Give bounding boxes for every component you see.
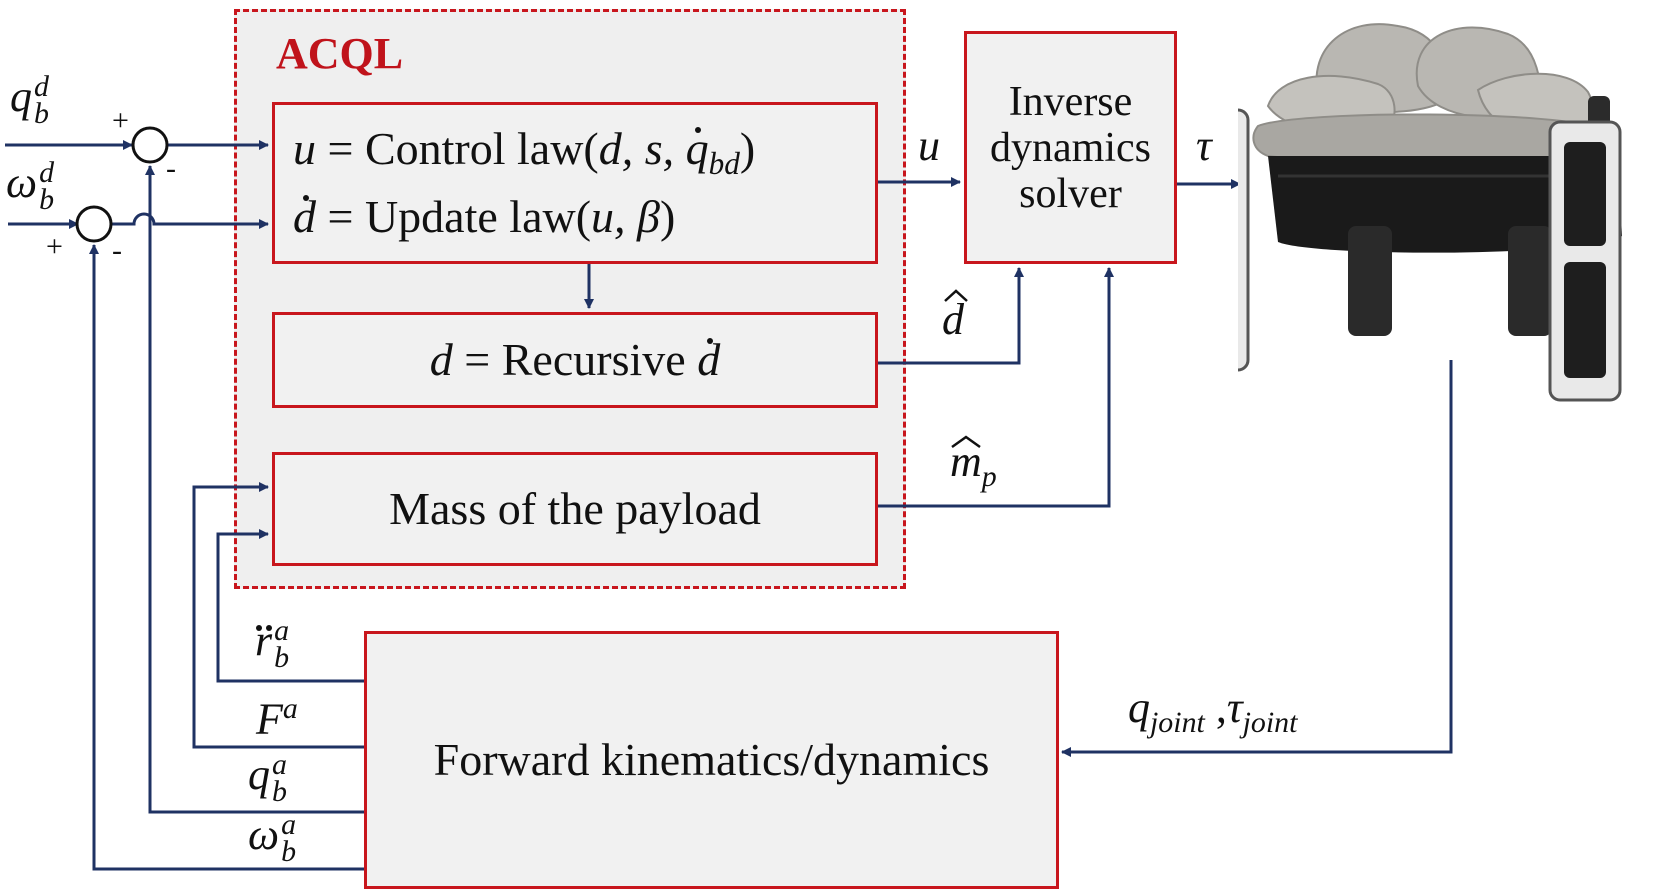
summing-junction-1 [131,126,169,164]
acql-title: ACQL [276,29,404,78]
robot-payload-image [1238,23,1622,402]
robot-leg-back-right [1508,226,1552,336]
update-law-equation: d = Update law(u, β) [293,190,676,242]
fa-label: Fa [256,692,298,744]
junction1-plus: + [112,104,129,137]
forward-kinematics-label: Forward kinematics/dynamics [433,734,990,785]
dhat-label: d [942,295,964,344]
robot-leg-back-left [1348,226,1392,336]
mp-wire [878,267,1114,508]
forward-kinematics-box: Forward kinematics/dynamics [364,631,1059,889]
mp-label: mp [950,437,997,493]
rb-dot-2 [266,625,272,631]
inverse-dynamics-box: Inverse dynamics solver [964,31,1177,264]
summing-junction-2 [75,205,113,243]
qba-feedback-wire [145,165,364,814]
dhat-hat [944,289,968,302]
fa-feedback-wire [192,482,364,749]
inverse-line1: Inverse [1008,78,1133,125]
robot-leg-front-right [1548,120,1622,402]
mass-payload-label: Mass of the payload [389,483,761,534]
control-law-equation: u = Control law(d, s, qbd) [293,123,756,182]
mp-hat [951,435,981,449]
junction2-out-wire [110,212,269,229]
joint-feedback-label: qjoint ,τjoint [1128,683,1298,739]
inverse-line2: dynamics [990,124,1151,171]
junction2-plus: + [46,230,63,263]
robot-leg-front-left [1238,108,1250,372]
control-law-box: u = Control law(d, s, qbd) d = Update la… [272,102,878,264]
mass-payload-box: Mass of the payload [272,452,878,566]
rb-feedback-wire [216,529,364,683]
dhat-wire [878,267,1024,365]
tau-label: τ [1196,121,1212,170]
wba-feedback-wire [89,244,364,871]
junction2-minus: - [112,234,122,267]
inverse-line3: solver [1019,170,1122,217]
rb-dot-1 [256,625,262,631]
recursive-box: d = Recursive d [272,312,878,408]
u-label: u [918,121,940,170]
recursive-equation: d = Recursive d [429,334,721,385]
joint-feedback-wire [1061,360,1453,757]
junction1-minus: - [166,152,176,185]
